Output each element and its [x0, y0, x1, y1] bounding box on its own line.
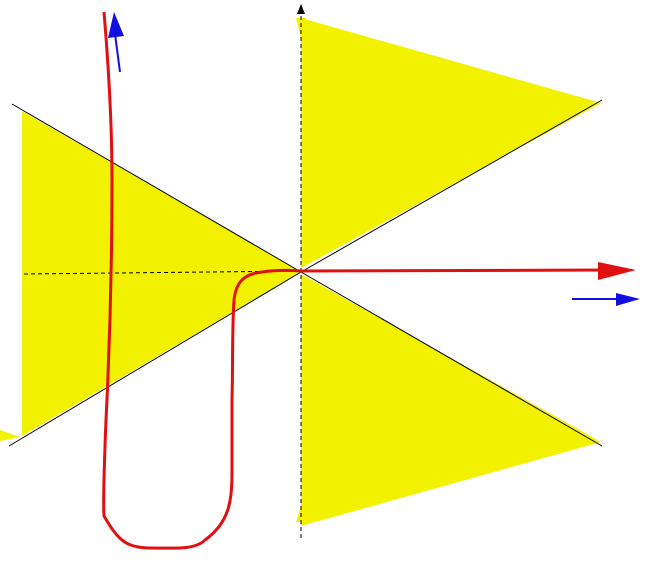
blue-arrow-upper-head-icon [108, 12, 124, 38]
blue-arrow-right-head-icon [616, 293, 640, 306]
red-arrowhead-icon [598, 262, 636, 280]
blue-arrow-upper [114, 33, 121, 73]
diagonal-line-ascending [300, 99, 603, 273]
top-tip-marker [296, 18, 306, 38]
diagonal-line-lower-left [8, 271, 302, 447]
left-wedge [22, 111, 301, 436]
left-tip-marker [0, 430, 20, 441]
diagonal-line-lower-right [300, 271, 603, 447]
vertical-axis-arrowhead-icon [297, 4, 305, 14]
red-contour-path [102, 11, 611, 550]
diagonal-line-descending [11, 103, 302, 273]
right-upper-wedge [301, 18, 601, 268]
right-lower-wedge [301, 274, 601, 526]
